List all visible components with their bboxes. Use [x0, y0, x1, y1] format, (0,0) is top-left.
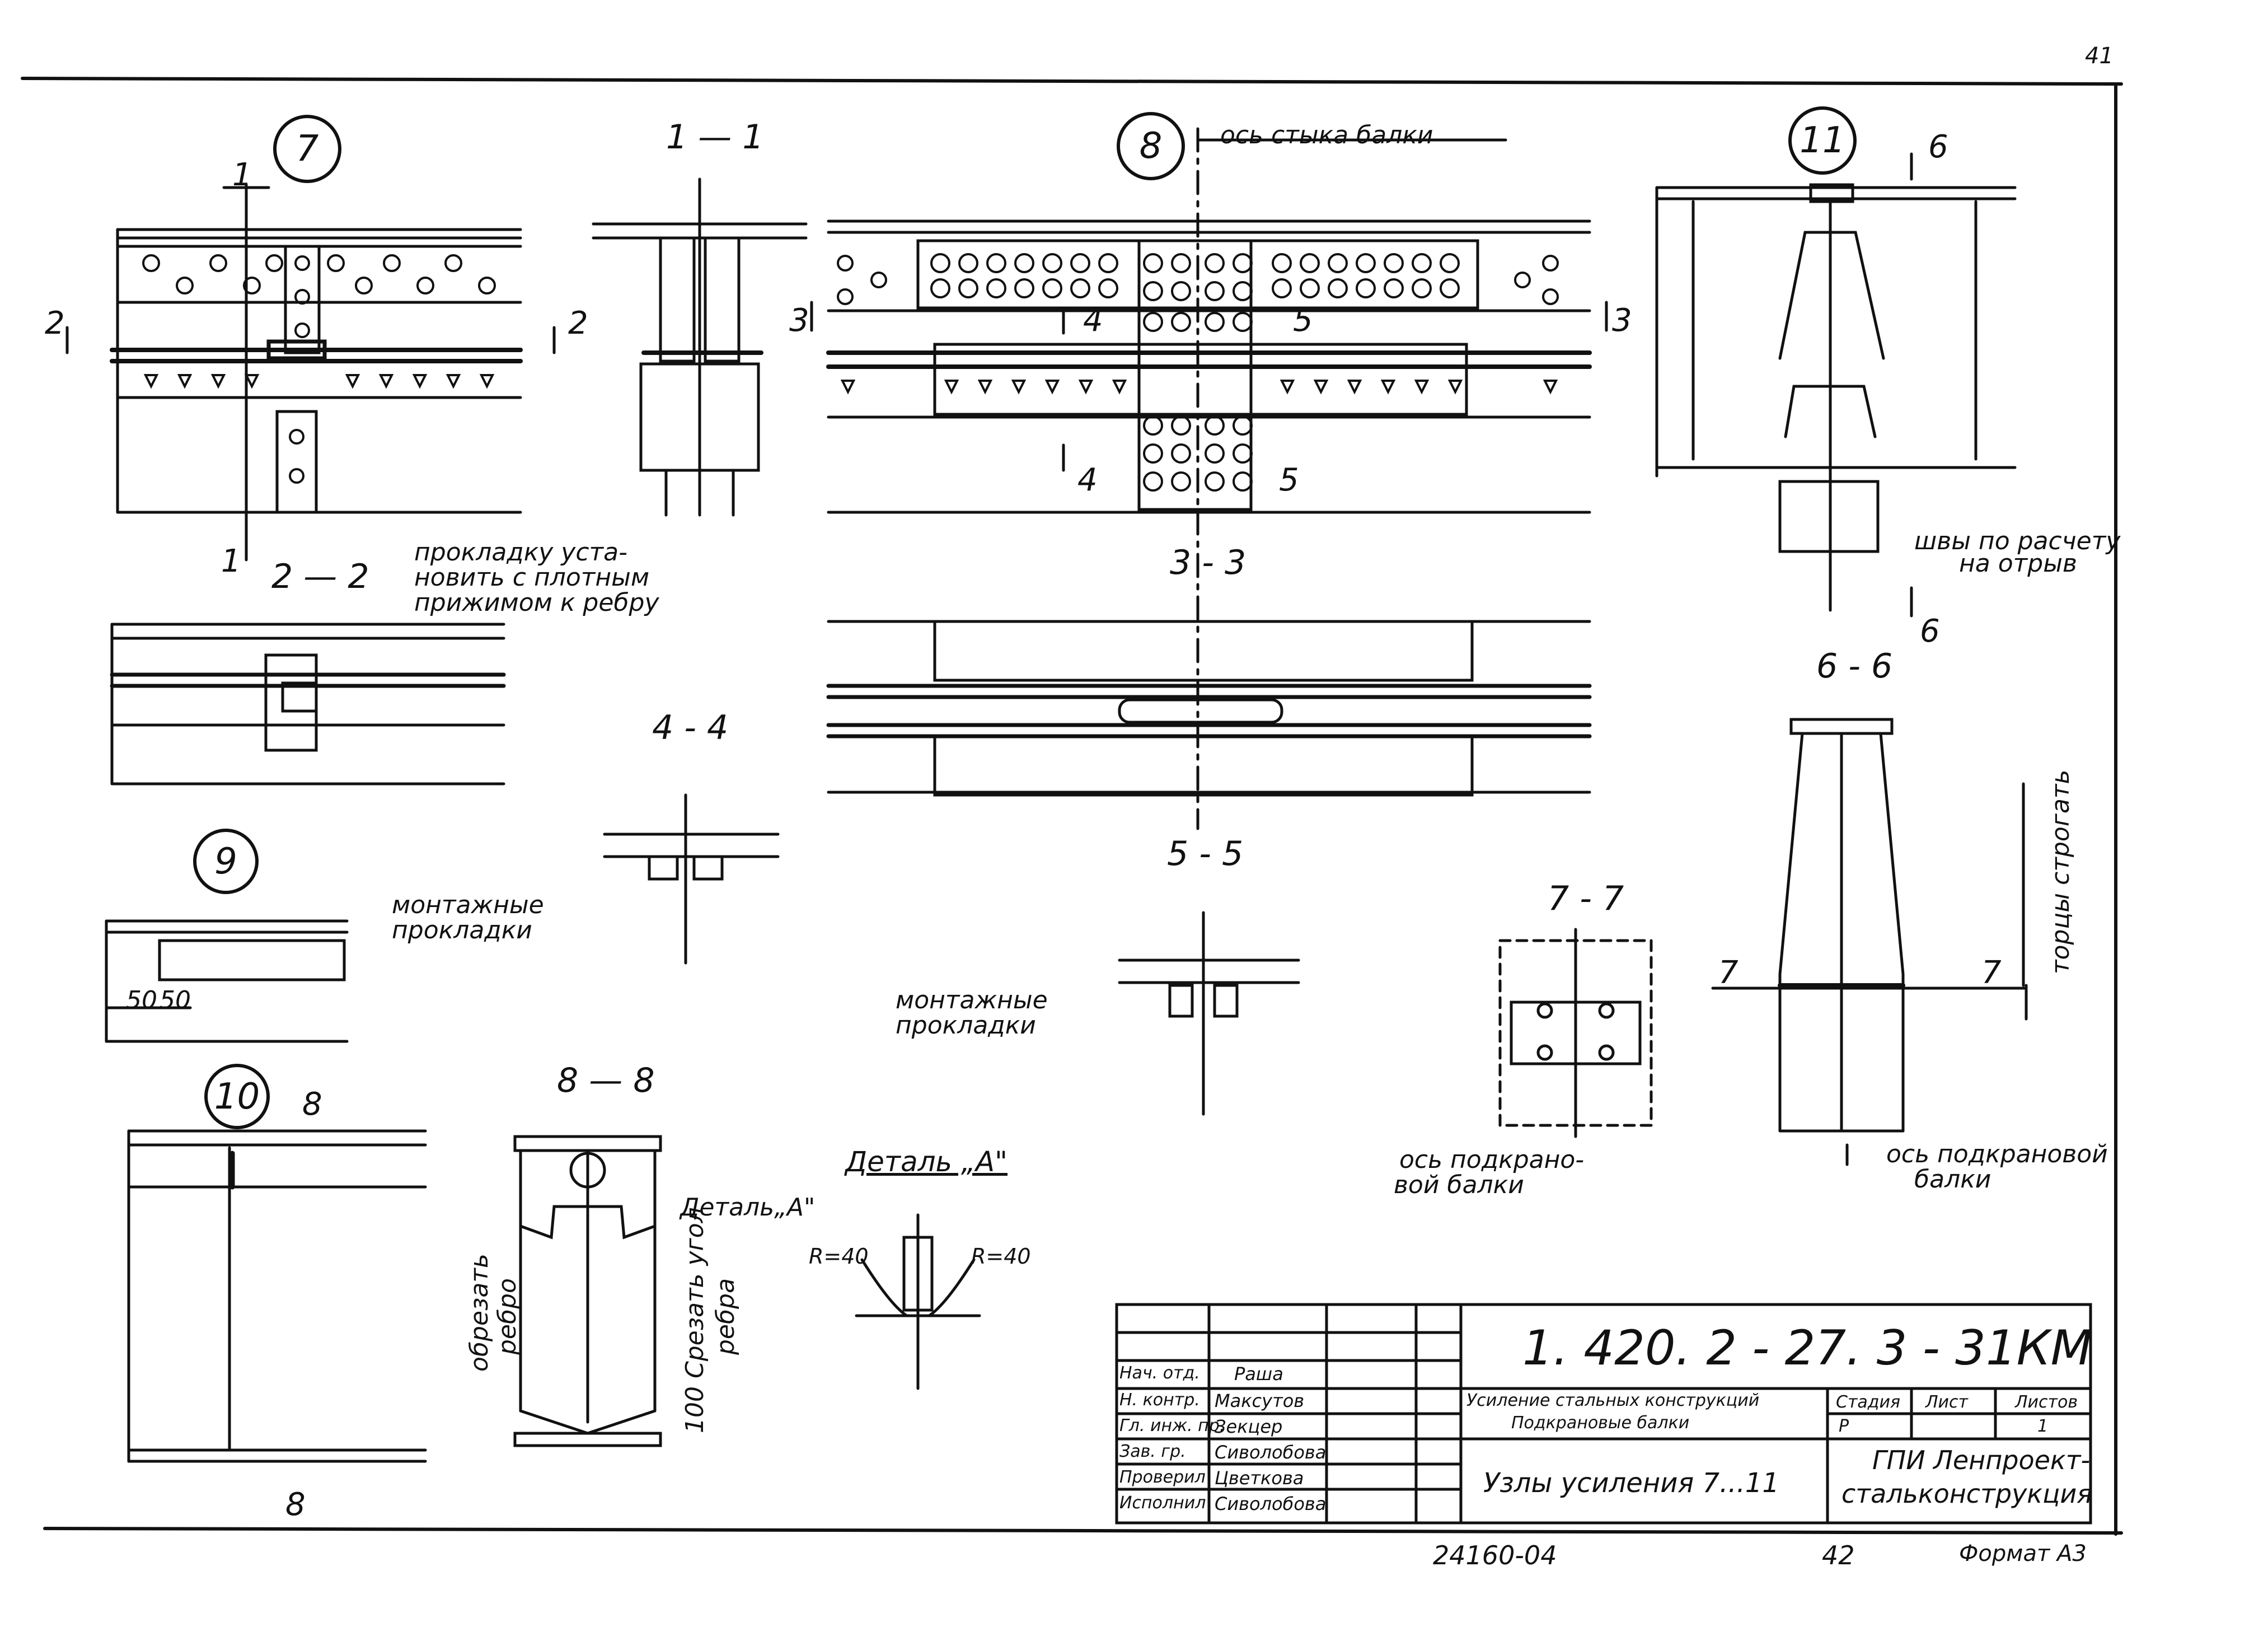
sig-role-4: Проверил: [1119, 1467, 1206, 1487]
node-9-circle: 9: [193, 829, 259, 894]
note-mount-pads-1b: прокладки: [392, 916, 532, 945]
drawing-code: 1. 420. 2 - 27. 3 - 31КМ: [1522, 1320, 2092, 1376]
sheet-title: Узлы усиления 7...11: [1483, 1467, 1779, 1499]
archive-number: 24160-04: [1433, 1540, 1557, 1570]
section-1-1: [592, 177, 808, 517]
section-mark-4-top: 4: [1083, 302, 1103, 339]
section-mark-8-bottom: 8: [285, 1486, 306, 1523]
note-welds-1: швы по расчету: [1914, 527, 2121, 555]
section-4-4: [603, 793, 780, 965]
note-crane-axis-2b: балки: [1914, 1165, 1991, 1194]
section-title-4-4: 4 - 4: [652, 708, 729, 747]
sig-name-3: Сиволобова: [1215, 1442, 1327, 1463]
section-2-2: [110, 623, 506, 786]
section-mark-5-bottom: 5: [1279, 462, 1299, 498]
format-label: Формат А3: [1959, 1541, 2087, 1567]
section-title-5-5: 5 - 5: [1167, 834, 1244, 873]
sig-name-4: Цветкова: [1215, 1467, 1304, 1489]
detail-a: [855, 1213, 981, 1390]
org-line-2: стальконструкция: [1841, 1479, 2092, 1509]
section-7-7: [1498, 928, 1653, 1138]
sig-name-0: Раша: [1234, 1363, 1283, 1385]
note-welds-2: на отрыв: [1959, 549, 2077, 578]
section-title-3-3: 3 - 3: [1170, 543, 1247, 582]
section-title-7-7: 7 - 7: [1548, 879, 1624, 918]
node-10-elevation: [127, 1129, 427, 1463]
section-title-8-8: 8 — 8: [557, 1061, 655, 1100]
note-mount-pads-2b: прокладки: [896, 1011, 1036, 1040]
note-mount-pads-2a: монтажные: [896, 986, 1048, 1014]
sheets-value: 1: [2037, 1416, 2049, 1436]
node-7-circle: 7: [273, 115, 341, 183]
note-detail-a-ref: Деталь„А": [680, 1193, 816, 1222]
dim-r40-left: R=40: [809, 1244, 869, 1269]
note-axis-joint: ось стыка балки: [1220, 121, 1433, 149]
note-crane-axis-1b: вой балки: [1394, 1171, 1524, 1199]
sig-name-1: Максутов: [1215, 1390, 1305, 1411]
section-mark-1-top: 1: [232, 157, 252, 193]
dim-50-left: 50: [126, 986, 157, 1014]
section-title-1-1: 1 — 1: [666, 118, 764, 157]
sig-role-2: Гл. инж. пр.: [1119, 1416, 1225, 1436]
sig-role-0: Нач. отд.: [1119, 1363, 1200, 1383]
node-11-circle: 11: [1788, 106, 1857, 175]
page-ref: 42: [1822, 1540, 1855, 1570]
section-mark-7-right: 7: [1981, 955, 2002, 991]
dim-r40-right: R=40: [971, 1244, 1031, 1269]
section-5-5: [1118, 911, 1300, 1116]
section-3-3: [826, 620, 1592, 797]
page-number: 41: [2085, 43, 2114, 69]
section-mark-4-bottom: 4: [1077, 462, 1098, 498]
node-9-elevation: [105, 919, 349, 1043]
section-mark-3-right: 3: [1612, 302, 1632, 339]
detail-a-title: Деталь „А": [845, 1146, 1008, 1178]
section-title-2-2: 2 — 2: [271, 557, 369, 596]
section-mark-7-left: 7: [1718, 955, 1739, 991]
note-gasket-1: прокладку уста-: [414, 538, 628, 567]
org-line-1: ГПИ Ленпроект-: [1872, 1445, 2091, 1475]
note-gasket-2: новить с плотным: [414, 563, 650, 592]
section-8-8: [513, 1135, 662, 1447]
section-mark-8-top: 8: [302, 1086, 322, 1123]
note-cut-rib-2: ребро: [493, 1278, 522, 1355]
sig-role-5: Исполнил: [1119, 1493, 1206, 1513]
section-mark-2-right: 2: [568, 305, 588, 342]
dim-50-right: 50: [160, 986, 191, 1014]
section-mark-6-top: 6: [1928, 129, 1948, 165]
title-block-grid: [1115, 1303, 2092, 1525]
node-8-circle: 8: [1117, 112, 1185, 180]
sig-name-5: Сиволобова: [1215, 1493, 1327, 1514]
node-10-circle: 10: [204, 1064, 270, 1129]
note-cut-corner-1: 100 Срезать угол: [681, 1207, 709, 1433]
sig-role-1: Н. контр.: [1119, 1390, 1200, 1410]
node-8-elevation: [810, 127, 1608, 830]
sheets-label: Листов: [2015, 1392, 2078, 1412]
note-gasket-3: прижимом к ребру: [414, 588, 659, 617]
section-title-6-6: 6 - 6: [1816, 647, 1893, 686]
stage-label: Стадия: [1836, 1392, 1901, 1412]
section-mark-5-top: 5: [1293, 302, 1313, 339]
note-plane-ends: торцы строгать: [2046, 769, 2075, 974]
section-mark-1-bottom: 1: [221, 543, 241, 579]
node-11-elevation: [1655, 152, 2017, 618]
project-line-2: Подкрановые балки: [1511, 1413, 1690, 1433]
note-mount-pads-1a: монтажные: [392, 891, 544, 919]
sig-name-2: Зекцер: [1215, 1416, 1283, 1437]
sig-role-3: Зав. гр.: [1119, 1442, 1186, 1461]
note-crane-axis-2a: ось подкрановой: [1886, 1140, 2108, 1168]
section-6-6: [1711, 718, 2028, 1166]
note-cut-rib-1: обрезать: [465, 1254, 494, 1372]
stage-value: Р: [1839, 1416, 1849, 1436]
note-crane-axis-1a: ось подкрано-: [1399, 1146, 1585, 1174]
section-mark-6-bottom: 6: [1920, 613, 1940, 649]
section-mark-3-left: 3: [789, 302, 809, 339]
sheet-label: Лист: [1925, 1392, 1969, 1412]
note-cut-corner-2: ребра: [711, 1278, 740, 1355]
section-mark-2-left: 2: [45, 305, 65, 342]
node-7-elevation: [65, 183, 556, 562]
project-line-1: Усиление стальных конструкций: [1466, 1391, 1760, 1410]
